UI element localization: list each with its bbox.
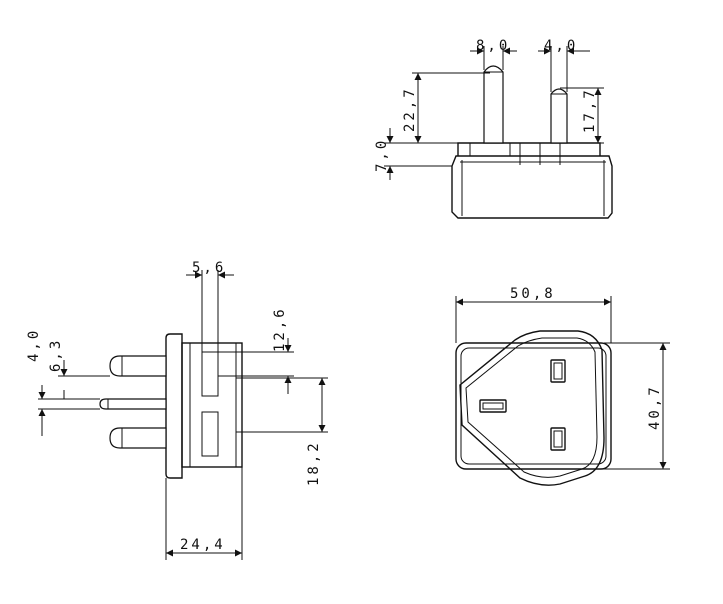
dim-label: 17,7 xyxy=(582,87,598,133)
front-view-slots xyxy=(479,359,566,451)
dim-front-width: 50,8 xyxy=(455,286,612,343)
dim-side-spacing-b: 18,2 xyxy=(236,377,328,486)
dim-side-pin-a: 4,0 xyxy=(26,328,100,436)
dim-side-spacing-a: 12,6 xyxy=(218,306,294,394)
front-view-body xyxy=(455,330,612,486)
dim-side-pin-offset: 5,6 xyxy=(186,260,234,352)
side-view-body xyxy=(165,333,243,479)
dim-label: 4,0 xyxy=(544,38,578,54)
dim-top-pin-width-a: 8,0 xyxy=(470,38,517,70)
dim-label: 12,6 xyxy=(272,306,288,352)
front-view: 50,8 40,7 xyxy=(455,286,670,486)
dim-label: 50,8 xyxy=(510,286,556,302)
side-view: 5,6 4,0 6,3 12,6 18,2 xyxy=(26,260,328,560)
top-view: 8,0 4,0 22,7 17,7 7,0 xyxy=(374,38,613,219)
dim-top-pin-width-b: 4,0 xyxy=(538,38,590,92)
dim-label: 24,4 xyxy=(180,537,226,553)
dim-label: 22,7 xyxy=(402,86,418,132)
dim-label: 8,0 xyxy=(476,38,510,54)
dim-label: 40,7 xyxy=(647,384,663,430)
dim-label: 6,3 xyxy=(48,338,64,372)
dim-top-pin-length-a: 22,7 xyxy=(402,72,490,144)
dim-label: 7,0 xyxy=(374,138,390,172)
top-view-body xyxy=(451,142,613,219)
side-view-pins xyxy=(99,355,167,449)
top-view-pin-large xyxy=(483,65,504,144)
dim-top-base-step: 7,0 xyxy=(374,128,458,180)
dim-side-pin-b: 6,3 xyxy=(48,338,110,399)
dim-top-pin-length-b: 17,7 xyxy=(560,87,604,144)
top-view-pin-small xyxy=(550,88,568,144)
dim-front-height: 40,7 xyxy=(590,342,670,470)
dim-label: 5,6 xyxy=(192,260,226,276)
dim-label: 18,2 xyxy=(306,440,322,486)
dim-side-depth: 24,4 xyxy=(165,467,243,560)
dim-label: 4,0 xyxy=(26,328,42,362)
